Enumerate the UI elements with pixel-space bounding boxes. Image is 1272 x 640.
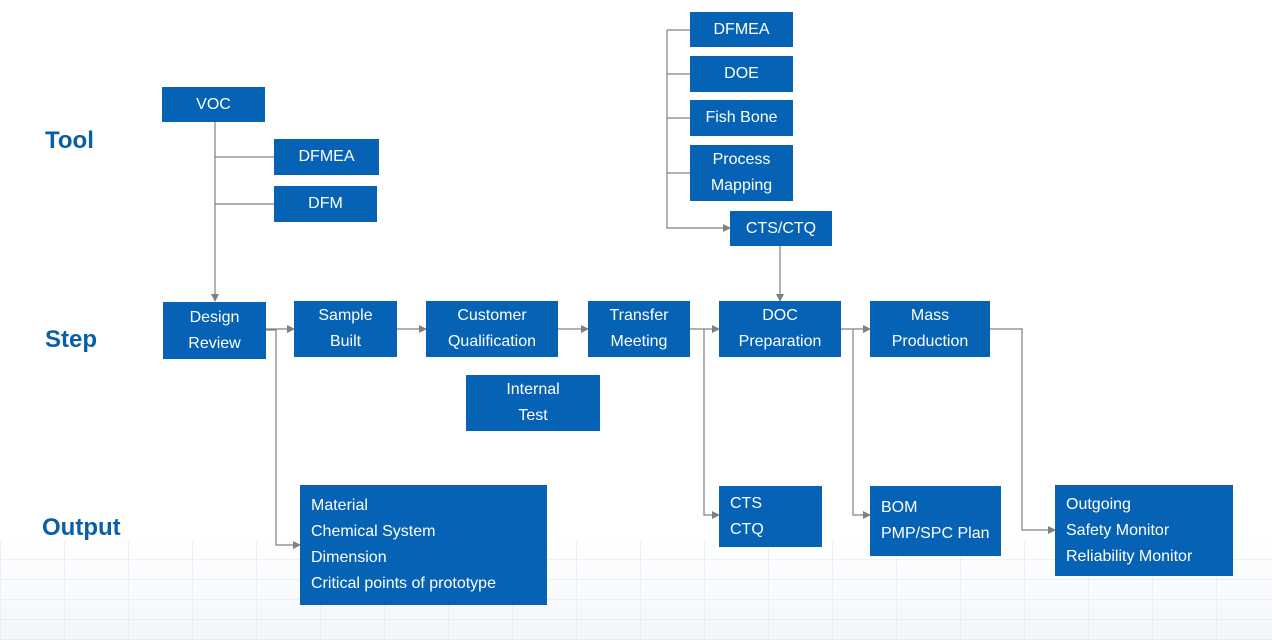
row-label-output: Output: [42, 514, 121, 541]
row-label-tool: Tool: [45, 127, 94, 154]
tool-dfmea-left: DFMEA: [274, 139, 379, 175]
step-internal-test: Internal Test: [466, 375, 600, 431]
step-transfer-meeting: Transfer Meeting: [588, 301, 690, 357]
step-customer-qualification: Customer Qualification: [426, 301, 558, 357]
output-mass-production: Outgoing Safety Monitor Reliability Moni…: [1055, 485, 1233, 576]
step-design-review: Design Review: [163, 302, 266, 359]
transfer-meeting-output-arrow: [703, 329, 720, 519]
tool-fish-bone: Fish Bone: [690, 100, 793, 136]
tool-dfmea-right: DFMEA: [690, 12, 793, 47]
step-sample-built: Sample Built: [294, 301, 397, 357]
tool-dfm: DFM: [274, 186, 377, 222]
tool-doe: DOE: [690, 56, 793, 92]
step-mass-production: Mass Production: [870, 301, 990, 357]
output-transfer-meeting: CTS CTQ: [719, 486, 822, 547]
doc-output-arrow: [852, 329, 871, 519]
tool-voc: VOC: [162, 87, 265, 122]
step-doc-preparation: DOC Preparation: [719, 301, 841, 357]
output-design-review: Material Chemical System Dimension Criti…: [300, 485, 547, 605]
tool-cts-ctq: CTS/CTQ: [730, 211, 832, 246]
output-doc-preparation: BOM PMP/SPC Plan: [870, 486, 1001, 556]
tool-process-mapping: Process Mapping: [690, 145, 793, 201]
row-label-step: Step: [45, 326, 98, 353]
design-review-output-arrow: [266, 329, 301, 549]
